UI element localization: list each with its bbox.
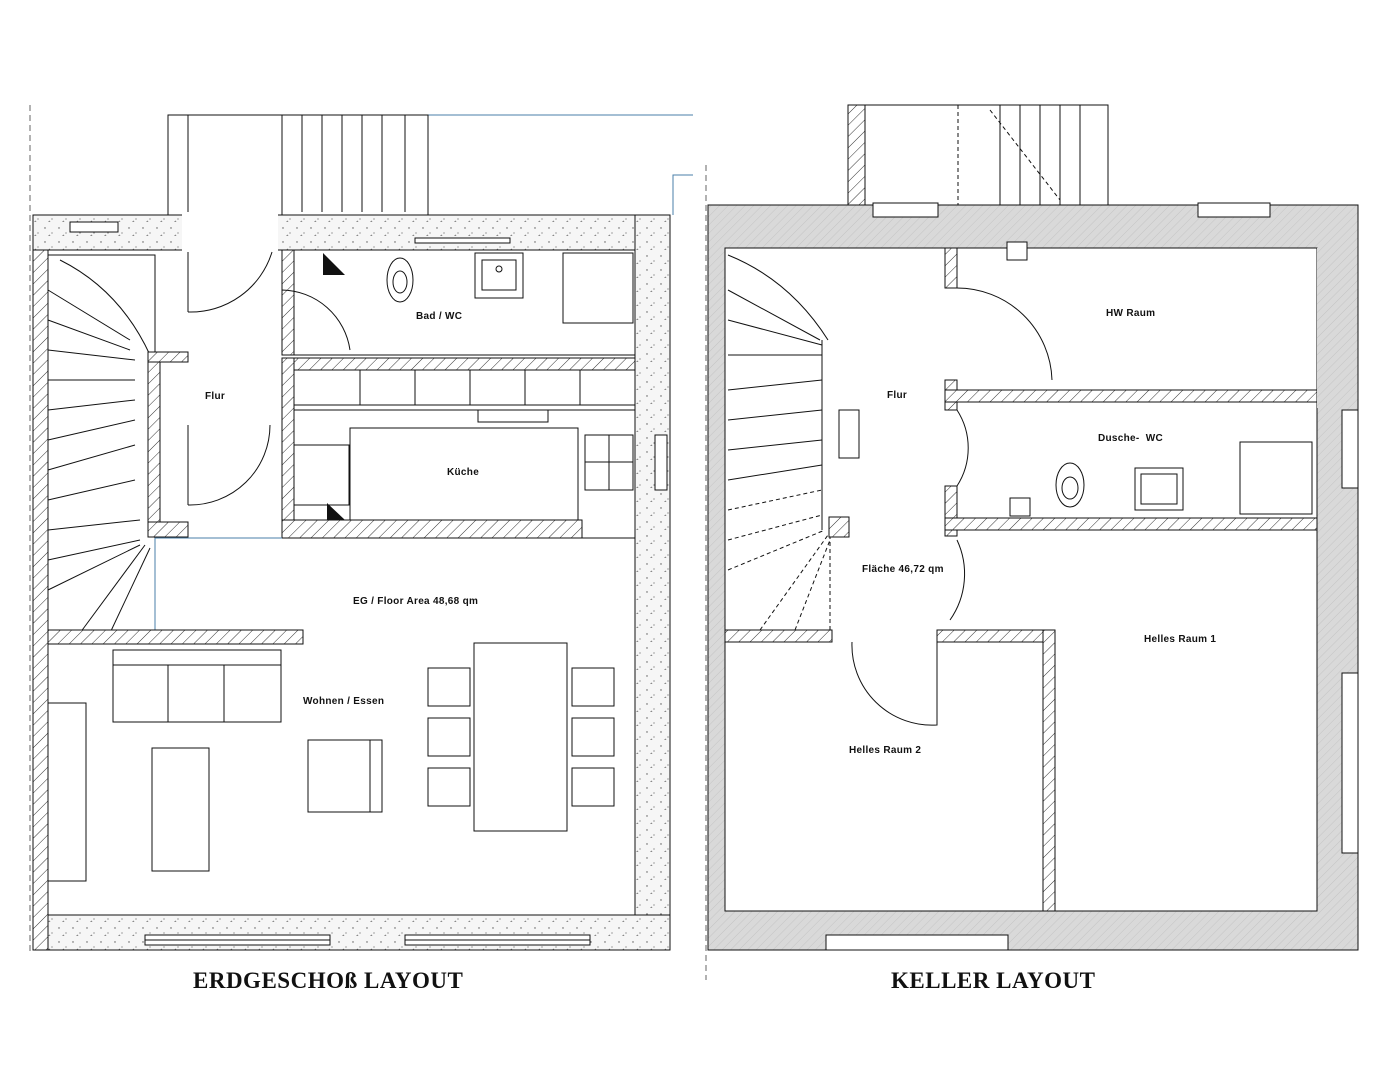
room-label-bad-wc: Bad / WC xyxy=(416,311,462,322)
ground-floor-plan: Bad / WC Flur Küche EG / Floor Area 48,6… xyxy=(29,105,693,955)
room-label-kueche: Küche xyxy=(447,467,479,478)
basement-plan: HW Raum Flur Dusche- WC Fläche 46,72 qm … xyxy=(705,104,1359,980)
room-label-wohnen-essen: Wohnen / Essen xyxy=(303,696,384,707)
room-label-flur-keller: Flur xyxy=(887,390,907,401)
room-label-flaeche: Fläche 46,72 qm xyxy=(862,564,944,575)
room-label-hw-raum: HW Raum xyxy=(1106,308,1155,319)
room-label-helles-raum-1: Helles Raum 1 xyxy=(1144,634,1216,645)
ground-floor-title: ERDGESCHOß LAYOUT xyxy=(193,968,464,993)
room-label-floor-area-eg: EG / Floor Area 48,68 qm xyxy=(353,596,478,607)
room-label-flur-eg: Flur xyxy=(205,391,225,402)
room-label-helles-raum-2: Helles Raum 2 xyxy=(849,745,921,756)
room-label-dusche-wc: Dusche- WC xyxy=(1098,433,1163,444)
basement-title: KELLER LAYOUT xyxy=(891,968,1096,993)
